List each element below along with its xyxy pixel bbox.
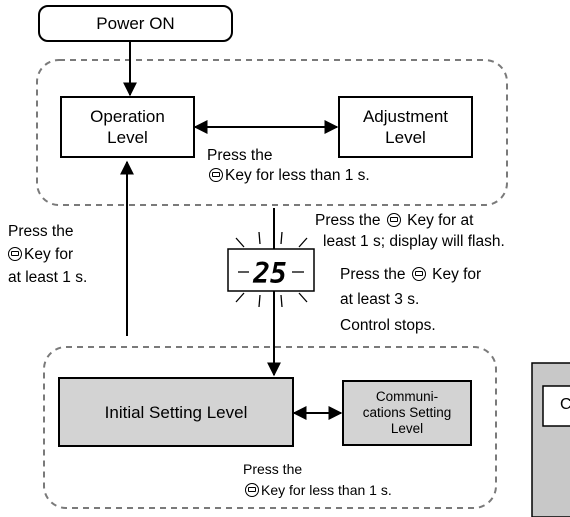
adjustment-level-label: Adjustment Level [362,107,449,147]
display-value: 25 [252,257,287,290]
to-initial-note-line1: Press the Key for at [315,212,474,229]
setting-levels-group [43,346,497,509]
operation-level-label: Operation Level [90,107,165,147]
side-panel-label: C [560,396,570,413]
operation-level-box: Operation Level [60,96,195,158]
control-stops-note: Control stops. [340,317,436,334]
mode-key-icon [245,483,259,497]
to-initial-note-line2: least 1 s; display will flash. [323,233,505,250]
hold-note-line1: Press the Key for [340,266,482,283]
op-adj-note-line1: Press the [207,147,273,164]
mode-key-icon [209,168,223,182]
init-comm-note-line1: Press the [243,461,303,477]
communications-setting-level-box: Communi- cations Setting Level [342,380,472,446]
display-panel [227,248,315,292]
normal-levels-group [36,59,508,206]
adjustment-level-box: Adjustment Level [338,96,473,158]
back-note-line3: at least 1 s. [8,269,88,286]
back-note-line2: Key for [8,245,73,265]
side-panel-inner-box [542,385,570,427]
power-on-box: Power ON [38,5,233,42]
communications-setting-level-label: Communi- cations Setting Level [362,389,452,436]
mode-key-icon [8,247,22,261]
initial-setting-level-box: Initial Setting Level [58,377,294,447]
mode-key-icon [386,213,401,227]
flash-rays [235,231,308,308]
init-comm-note-line2: Key for less than 1 s. [243,480,392,500]
initial-setting-level-label: Initial Setting Level [104,402,248,422]
power-on-label: Power ON [96,14,175,33]
mode-key-icon [411,267,426,281]
hold-note-line2: at least 3 s. [340,291,420,308]
op-adj-note-line2: Key for less than 1 s. [207,166,370,186]
back-note-line1: Press the [8,223,74,240]
